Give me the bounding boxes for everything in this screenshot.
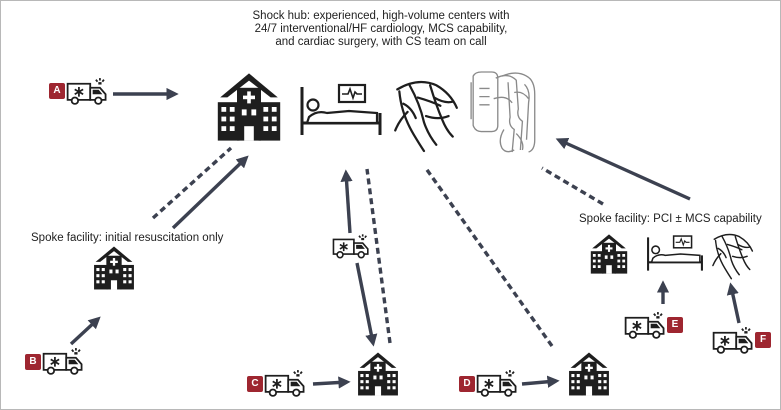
arrow-b-to-spoke1 bbox=[69, 316, 101, 346]
pathway-badge-c: C bbox=[247, 376, 263, 392]
arrow-c-to-spoke-c bbox=[312, 376, 351, 389]
arrow-spoke1-to-hub bbox=[171, 155, 249, 230]
ambulance-icon bbox=[712, 326, 754, 354]
spoke-pci-label: Spoke facility: PCI ± MCS capability bbox=[579, 213, 762, 225]
pathway-badge-a: A bbox=[49, 83, 65, 99]
dashed-spoke-c-to-hub bbox=[365, 168, 392, 344]
ambulance-icon bbox=[476, 369, 518, 397]
pathway-badge-f: F bbox=[755, 332, 771, 348]
ambulance-icon bbox=[332, 233, 370, 259]
coronary-arteries-icon bbox=[707, 230, 757, 280]
hub-title: Shock hub: experienced, high-volume cent… bbox=[252, 10, 510, 48]
arrow-d-to-spoke-d bbox=[521, 375, 560, 388]
arrow-spoke2-to-hub bbox=[555, 137, 691, 201]
dashed-spoke1-to-hub bbox=[151, 146, 233, 220]
hospital-icon bbox=[352, 351, 404, 397]
arrow-ambulance-to-spoke-c bbox=[355, 262, 378, 347]
coronary-arteries-icon bbox=[389, 75, 461, 153]
spoke-resuscitation-label: Spoke facility: initial resuscitation on… bbox=[31, 232, 224, 244]
ambulance-icon bbox=[42, 347, 84, 375]
hospital-icon bbox=[562, 351, 616, 397]
hospital-icon bbox=[87, 245, 141, 291]
patient-bed-icon bbox=[646, 234, 704, 274]
pathway-badge-e: E bbox=[667, 317, 683, 333]
dashed-spoke-d-to-hub bbox=[423, 166, 554, 347]
dashed-spoke2-to-hub bbox=[541, 166, 604, 206]
arrow-ambulance-to-hub bbox=[340, 169, 353, 234]
pathway-badge-d: D bbox=[459, 376, 475, 392]
pathway-badge-b: B bbox=[25, 354, 41, 370]
hospital-icon bbox=[582, 233, 636, 275]
hospital-icon bbox=[208, 71, 290, 143]
mcs-device-icon bbox=[467, 67, 545, 155]
patient-bed-icon bbox=[299, 80, 383, 142]
ambulance-icon bbox=[624, 311, 666, 339]
ambulance-icon bbox=[264, 369, 306, 397]
arrow-f-to-spoke2 bbox=[726, 282, 741, 324]
ambulance-icon bbox=[66, 77, 108, 105]
